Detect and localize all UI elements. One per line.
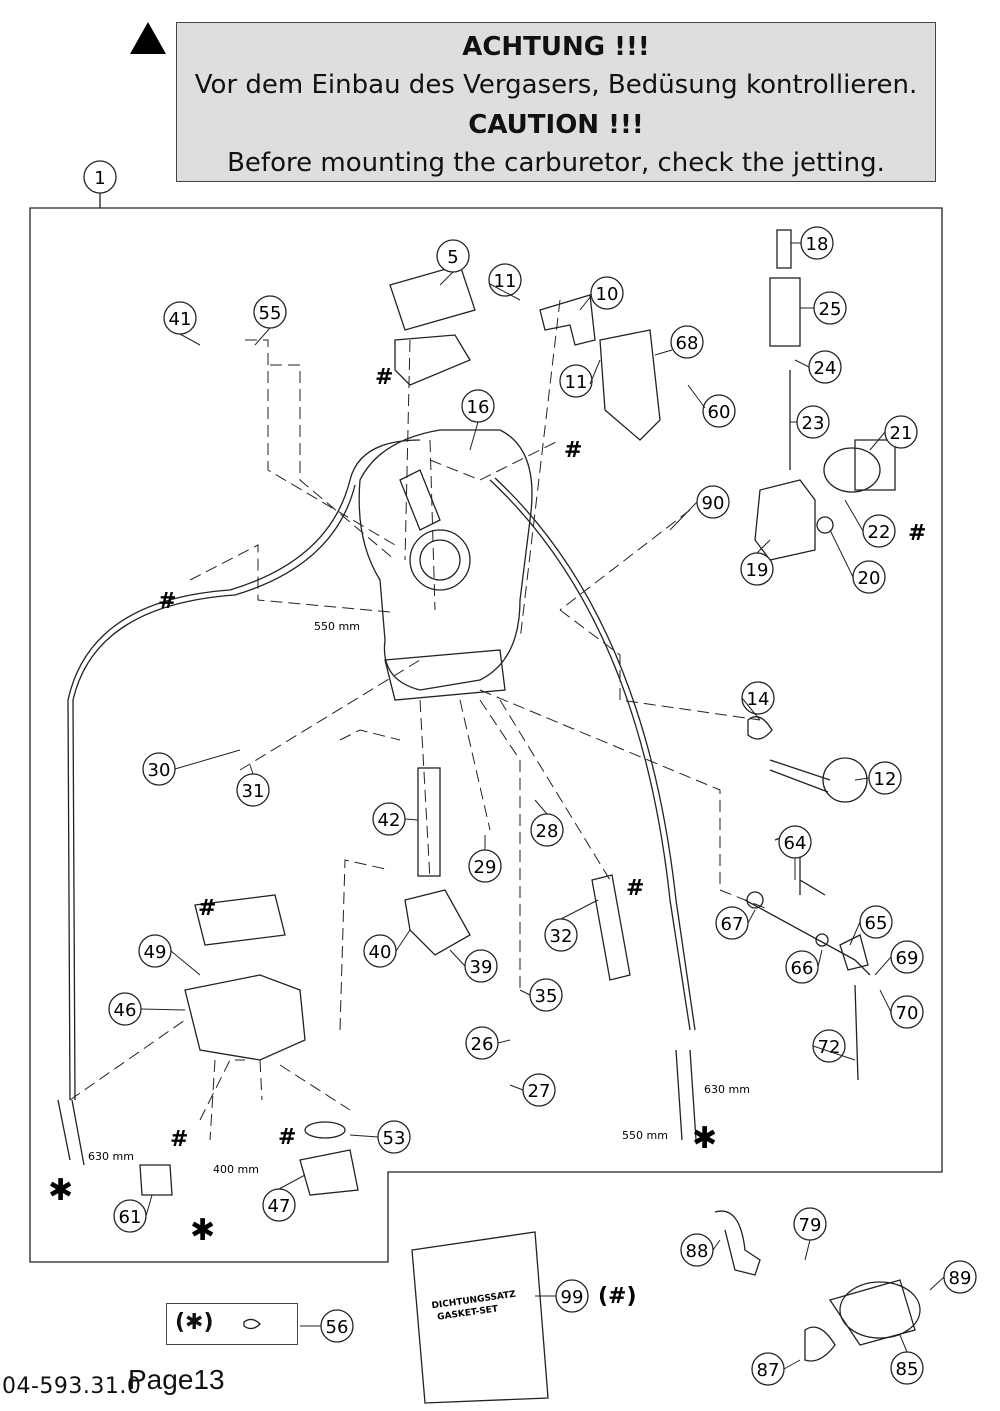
callout-12: 12 bbox=[874, 769, 897, 790]
callout-72: 72 bbox=[818, 1037, 841, 1058]
callout-47: 47 bbox=[268, 1196, 291, 1217]
callout-68: 68 bbox=[676, 333, 699, 354]
caution-box: ACHTUNG !!! Vor dem Einbau des Vergasers… bbox=[176, 22, 936, 182]
callout-31: 31 bbox=[242, 781, 265, 802]
hash-mark: # bbox=[278, 1125, 296, 1150]
page-number: Page13 bbox=[128, 1364, 225, 1395]
callout-35: 35 bbox=[535, 986, 558, 1007]
callout-55: 55 bbox=[259, 303, 282, 324]
length-label: 550 mm bbox=[314, 620, 360, 633]
callout-42: 42 bbox=[378, 810, 401, 831]
callout-32: 32 bbox=[550, 926, 573, 947]
callout-39: 39 bbox=[470, 957, 493, 978]
callout-90: 90 bbox=[702, 493, 725, 514]
callout-19: 19 bbox=[746, 560, 769, 581]
callout-53: 53 bbox=[383, 1128, 406, 1149]
star-parts-box: (✱) bbox=[166, 1303, 298, 1345]
callout-46: 46 bbox=[114, 1000, 137, 1021]
length-label: 630 mm bbox=[704, 1083, 750, 1096]
callout-67: 67 bbox=[721, 914, 744, 935]
callout-64: 64 bbox=[784, 833, 807, 854]
hash-mark: # bbox=[908, 521, 926, 546]
star-mark: ✱ bbox=[190, 1213, 215, 1248]
callout-56: 56 bbox=[326, 1317, 349, 1338]
callout-89: 89 bbox=[949, 1268, 972, 1289]
callout-1: 1 bbox=[94, 168, 105, 189]
length-label: 550 mm bbox=[622, 1129, 668, 1142]
callout-65: 65 bbox=[865, 913, 888, 934]
hash-mark: # bbox=[198, 896, 216, 921]
callout-26: 26 bbox=[471, 1034, 494, 1055]
caution-title-en: CAUTION !!! bbox=[468, 110, 644, 140]
callout-41: 41 bbox=[169, 309, 192, 330]
callout-11-bottom: 11 bbox=[565, 372, 588, 393]
hash-mark: # bbox=[626, 876, 644, 901]
callout-16: 16 bbox=[467, 397, 490, 418]
callout-30: 30 bbox=[148, 760, 171, 781]
callout-79: 79 bbox=[799, 1215, 822, 1236]
callout-60: 60 bbox=[708, 402, 731, 423]
callout-69: 69 bbox=[896, 948, 919, 969]
callout-99: 99 bbox=[561, 1287, 584, 1308]
callout-70: 70 bbox=[896, 1003, 919, 1024]
callout-22: 22 bbox=[868, 522, 891, 543]
callout-21: 21 bbox=[890, 423, 913, 444]
hash-mark: # bbox=[375, 365, 393, 390]
gasket-ref: (#) bbox=[598, 1284, 637, 1309]
callout-40: 40 bbox=[369, 942, 392, 963]
caution-text-en: Before mounting the carburetor, check th… bbox=[227, 148, 885, 178]
length-label: 630 mm bbox=[88, 1150, 134, 1163]
callout-20: 20 bbox=[858, 568, 881, 589]
hash-mark: # bbox=[158, 589, 176, 614]
warning-triangle-icon bbox=[130, 22, 166, 54]
callout-10: 10 bbox=[596, 284, 619, 305]
drawing-number: 04-593.31.0 bbox=[2, 1374, 142, 1399]
callout-11-top: 11 bbox=[494, 271, 517, 292]
callout-27: 27 bbox=[528, 1081, 551, 1102]
callout-49: 49 bbox=[144, 942, 167, 963]
star-mark: ✱ bbox=[48, 1173, 73, 1208]
star-ref: (✱) bbox=[175, 1310, 214, 1335]
caution-title-de: ACHTUNG !!! bbox=[462, 32, 650, 62]
callout-18: 18 bbox=[806, 234, 829, 255]
callout-66: 66 bbox=[791, 958, 814, 979]
callout-61: 61 bbox=[119, 1207, 142, 1228]
hash-mark: # bbox=[170, 1127, 188, 1152]
callout-85: 85 bbox=[896, 1359, 919, 1380]
callout-29: 29 bbox=[474, 857, 497, 878]
callout-23: 23 bbox=[802, 413, 825, 434]
length-label: 400 mm bbox=[213, 1163, 259, 1176]
callout-88: 88 bbox=[686, 1241, 709, 1262]
callout-28: 28 bbox=[536, 821, 559, 842]
callout-87: 87 bbox=[757, 1360, 780, 1381]
callout-5: 5 bbox=[447, 247, 458, 268]
hash-mark: # bbox=[564, 438, 582, 463]
callout-24: 24 bbox=[814, 358, 837, 379]
caution-text-de: Vor dem Einbau des Vergasers, Bedüsung k… bbox=[194, 70, 918, 100]
star-mark: ✱ bbox=[692, 1121, 717, 1156]
callout-25: 25 bbox=[819, 299, 842, 320]
callout-14: 14 bbox=[747, 689, 770, 710]
part-callouts: 1 5 10 11 11 12 14 16 18 19 20 21 22 23 … bbox=[83, 160, 977, 1386]
